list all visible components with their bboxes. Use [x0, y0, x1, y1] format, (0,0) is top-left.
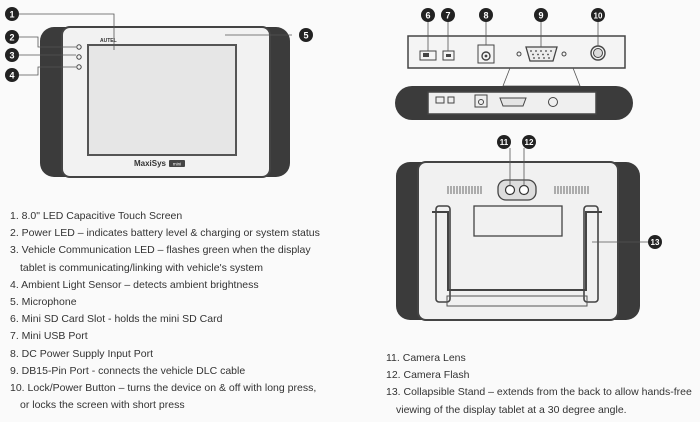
callout-4: 4	[5, 68, 19, 82]
feature-13: 13. Collapsible Stand – extends from the…	[386, 386, 692, 399]
callout-8: 8	[479, 8, 493, 22]
feature-9: 9. DB15-Pin Port - connects the vehicle …	[10, 364, 246, 377]
svg-text:2: 2	[9, 33, 14, 43]
feature-4: 4. Ambient Light Sensor – detects ambien…	[10, 278, 259, 291]
svg-text:3: 3	[9, 51, 14, 61]
callout-10: 10	[591, 8, 605, 22]
front-view: AUTEL MaxiSys mini 1 2 3 4 5	[5, 7, 313, 178]
feature-10: 10. Lock/Power Button – turns the device…	[10, 382, 317, 395]
callout-2: 2	[5, 30, 19, 44]
model-badge: mini	[173, 162, 181, 167]
svg-text:6: 6	[425, 11, 430, 21]
svg-text:13: 13	[651, 238, 660, 247]
feature-list-right: 11. Camera Lens 12. Camera Flash 13. Col…	[386, 350, 692, 419]
feature-10-continued: or locks the screen with short press	[20, 399, 185, 412]
model-logo: MaxiSys	[134, 159, 167, 168]
feature-list-left: 1. 8.0" LED Capacitive Touch Screen 2. P…	[10, 208, 320, 414]
svg-text:8: 8	[483, 11, 488, 21]
svg-text:1: 1	[9, 10, 14, 20]
back-view: 11 12 13	[396, 135, 662, 321]
feature-2: 2. Power LED – indicates battery level &…	[10, 227, 320, 240]
feature-5: 5. Microphone	[10, 296, 77, 309]
feature-8: 8. DC Power Supply Input Port	[10, 347, 153, 360]
svg-text:9: 9	[538, 11, 543, 21]
top-edge-view	[395, 67, 633, 120]
callout-7: 7	[441, 8, 455, 22]
top-ports-view: 6 7 8 9 10	[407, 8, 626, 69]
feature-11: 11. Camera Lens	[386, 352, 466, 364]
feature-7: 7. Mini USB Port	[10, 330, 88, 343]
callout-12: 12	[522, 135, 536, 149]
svg-text:10: 10	[594, 12, 603, 21]
callout-6: 6	[421, 8, 435, 22]
svg-text:11: 11	[500, 138, 509, 147]
feature-3: 3. Vehicle Communication LED – flashes g…	[10, 244, 311, 257]
svg-text:12: 12	[525, 138, 534, 147]
callout-13: 13	[648, 235, 662, 249]
callout-9: 9	[534, 8, 548, 22]
feature-6: 6. Mini SD Card Slot - holds the mini SD…	[10, 313, 223, 326]
feature-1: 1. 8.0" LED Capacitive Touch Screen	[10, 210, 183, 222]
callout-5: 5	[299, 28, 313, 42]
callout-3: 3	[5, 48, 19, 62]
callout-1: 1	[5, 7, 19, 21]
feature-12: 12. Camera Flash	[386, 369, 470, 382]
feature-3-continued: tablet is communicating/linking with veh…	[20, 261, 264, 274]
callout-11: 11	[497, 135, 511, 149]
brand-logo: AUTEL	[100, 38, 117, 44]
svg-text:5: 5	[303, 31, 308, 41]
svg-text:7: 7	[445, 11, 450, 21]
feature-13-continued: viewing of the display tablet at a 30 de…	[396, 403, 627, 416]
svg-text:4: 4	[9, 71, 14, 81]
